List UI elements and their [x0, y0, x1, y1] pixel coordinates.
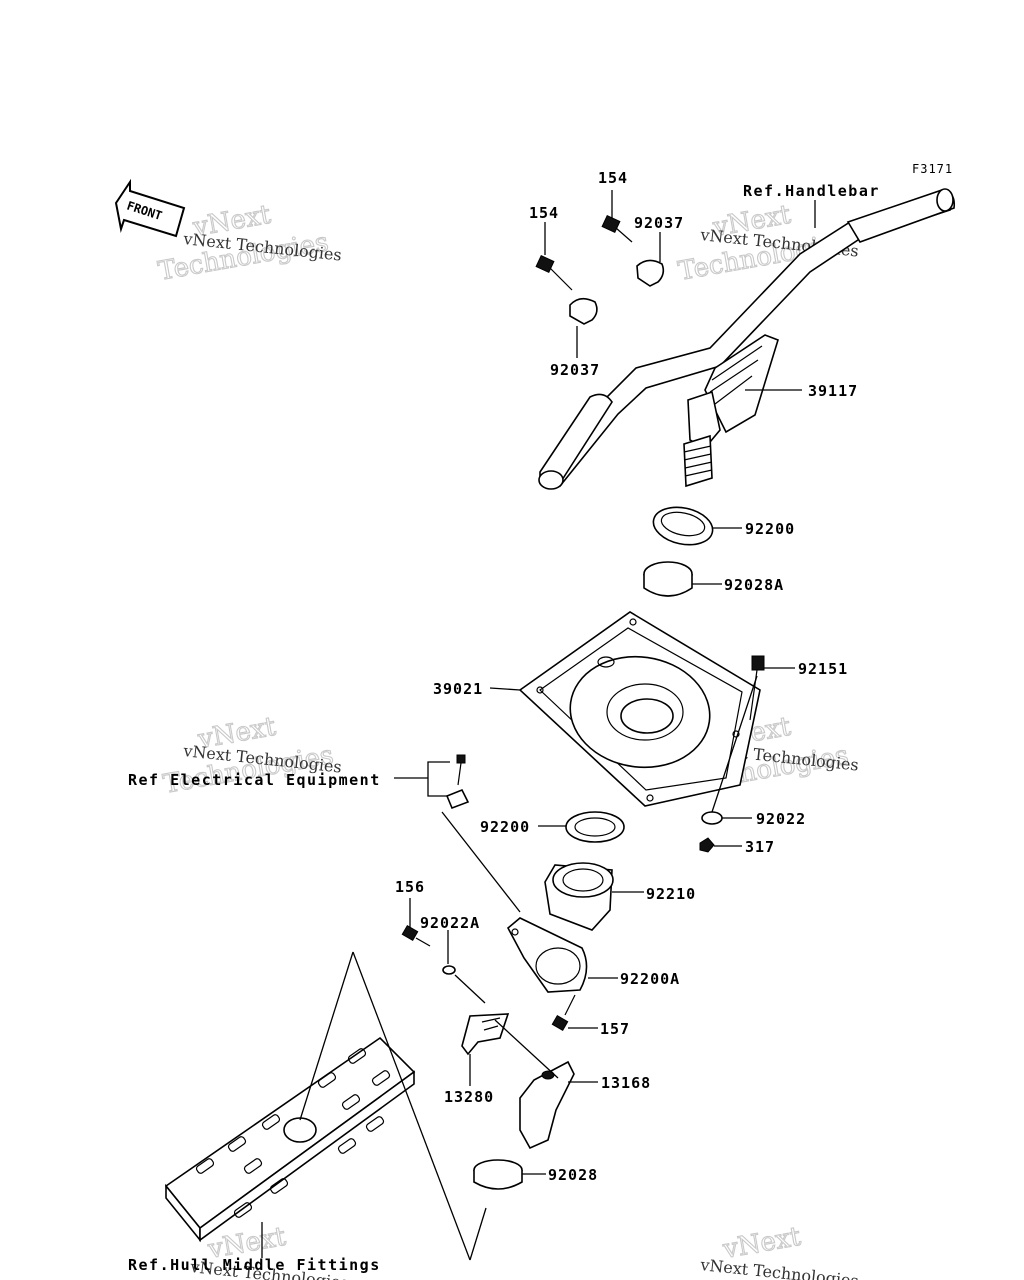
ref-handlebar-label: Ref.Handlebar	[743, 182, 880, 200]
label-13280: 13280	[444, 1088, 494, 1106]
bolt-157-drawing	[551, 994, 576, 1032]
collar-92210-drawing	[544, 862, 614, 931]
label-92151: 92151	[798, 660, 848, 678]
label-92022: 92022	[756, 810, 806, 828]
label-92037-b: 92037	[634, 214, 684, 232]
electrical-clip-drawing	[445, 754, 470, 810]
label-92200-a: 92200	[745, 520, 795, 538]
arm-13168-drawing	[519, 1060, 575, 1150]
ring-92200-b-drawing	[565, 811, 625, 843]
bolt-154-b-drawing	[601, 214, 633, 243]
leader-lines	[261, 190, 816, 1261]
label-317: 317	[745, 838, 775, 856]
nut-317-drawing	[699, 837, 715, 853]
ring-92200-a-drawing	[652, 506, 714, 546]
ref-electrical-label: Ref Electrical Equipment	[128, 771, 381, 789]
label-157: 157	[600, 1020, 630, 1038]
label-92210: 92210	[646, 885, 696, 903]
label-156: 156	[395, 878, 425, 896]
hull-plate-drawing	[164, 1036, 416, 1243]
front-arrow-icon: FRONT	[114, 178, 186, 238]
ring-92028A-drawing	[643, 561, 693, 597]
label-39021: 39021	[433, 680, 483, 698]
watermark-top-left: vNext Technologies vNext Technologies	[155, 199, 342, 287]
label-92200-b: 92200	[480, 818, 530, 836]
figure-code: F3171	[912, 162, 953, 176]
washer-92022A-drawing	[442, 965, 456, 975]
part-39117-drawing	[683, 334, 779, 488]
clamp-92037-a-drawing	[569, 297, 598, 325]
label-39117: 39117	[808, 382, 858, 400]
bracket-92200A-drawing	[506, 917, 588, 993]
label-13168: 13168	[601, 1074, 651, 1092]
label-92200A: 92200A	[620, 970, 680, 988]
label-154-a: 154	[529, 204, 559, 222]
handlebar-drawing	[538, 188, 956, 490]
label-92028A: 92028A	[724, 576, 784, 594]
watermark-bottom-right: vNext vNext Technologies	[699, 1221, 860, 1280]
label-154-b: 154	[598, 169, 628, 187]
label-92028: 92028	[548, 1166, 598, 1184]
svg-text:vNext Technologies: vNext Technologies	[699, 1255, 860, 1280]
base-plate-39021-drawing	[518, 611, 761, 807]
clamp-92037-b-drawing	[636, 259, 665, 287]
label-92037-a: 92037	[550, 361, 600, 379]
ref-hull-label: Ref.Hull Middle Fittings	[128, 1256, 381, 1274]
ring-92028-drawing	[473, 1159, 523, 1190]
bracket-13280-drawing	[461, 1013, 510, 1056]
washer-92022-drawing	[701, 811, 723, 825]
screw-156-drawing	[401, 924, 431, 947]
label-92022A: 92022A	[420, 914, 480, 932]
bolt-154-a-drawing	[535, 254, 573, 291]
